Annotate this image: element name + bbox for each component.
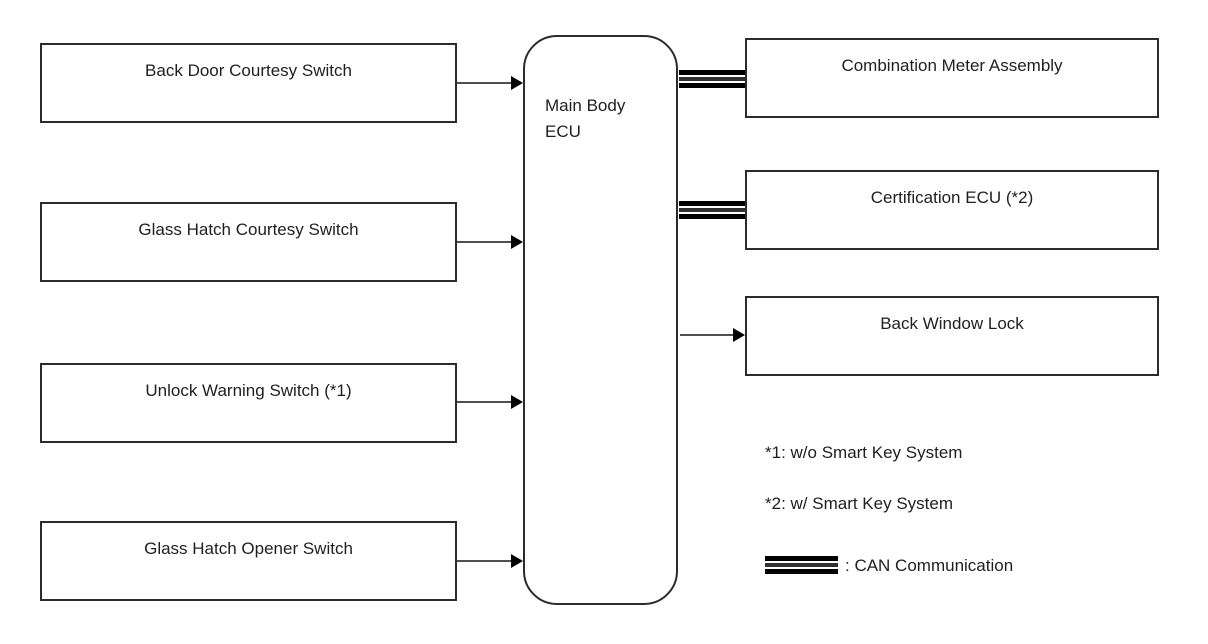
node-label: Back Door Courtesy Switch <box>145 61 352 80</box>
connector-line-back-window-lock <box>680 334 733 336</box>
node-back-window-lock: Back Window Lock <box>745 296 1159 376</box>
arrowhead-icon <box>511 395 523 409</box>
can-connection-combination-meter <box>679 70 745 88</box>
arrowhead-icon <box>511 554 523 568</box>
can-band-legend-icon <box>765 556 838 574</box>
node-label: Glass Hatch Opener Switch <box>144 539 353 558</box>
legend-label: : CAN Communication <box>845 556 1014 575</box>
node-label: Certification ECU (*2) <box>870 188 1034 207</box>
arrowhead-icon <box>511 76 523 90</box>
node-glass-hatch-courtesy-switch: Glass Hatch Courtesy Switch <box>40 202 457 282</box>
node-label: Glass Hatch Courtesy Switch <box>138 220 359 239</box>
node-glass-hatch-opener-switch: Glass Hatch Opener Switch <box>40 521 457 601</box>
node-label: Unlock Warning Switch (*1) <box>145 381 352 400</box>
arrowhead-icon <box>733 328 745 342</box>
node-main-body-ecu: Main Body ECU <box>523 35 678 605</box>
connector-line-glass-hatch-opener <box>457 560 511 562</box>
node-unlock-warning-switch: Unlock Warning Switch (*1) <box>40 363 457 443</box>
connector-line-glass-hatch-courtesy <box>457 241 511 243</box>
node-back-door-courtesy-switch: Back Door Courtesy Switch <box>40 43 457 123</box>
footnote-2: *2: w/ Smart Key System <box>765 494 953 513</box>
connector-line-unlock-warning <box>457 401 511 403</box>
can-connection-certification-ecu <box>679 201 745 219</box>
node-combination-meter-assembly: Combination Meter Assembly <box>745 38 1159 118</box>
footnote-1: *1: w/o Smart Key System <box>765 443 963 462</box>
node-label: Combination Meter Assembly <box>841 56 1063 75</box>
connector-line-back-door-courtesy <box>457 82 511 84</box>
node-label: Back Window Lock <box>880 314 1024 333</box>
node-certification-ecu: Certification ECU (*2) <box>745 170 1159 250</box>
arrowhead-icon <box>511 235 523 249</box>
node-label: Main Body ECU <box>545 96 626 141</box>
